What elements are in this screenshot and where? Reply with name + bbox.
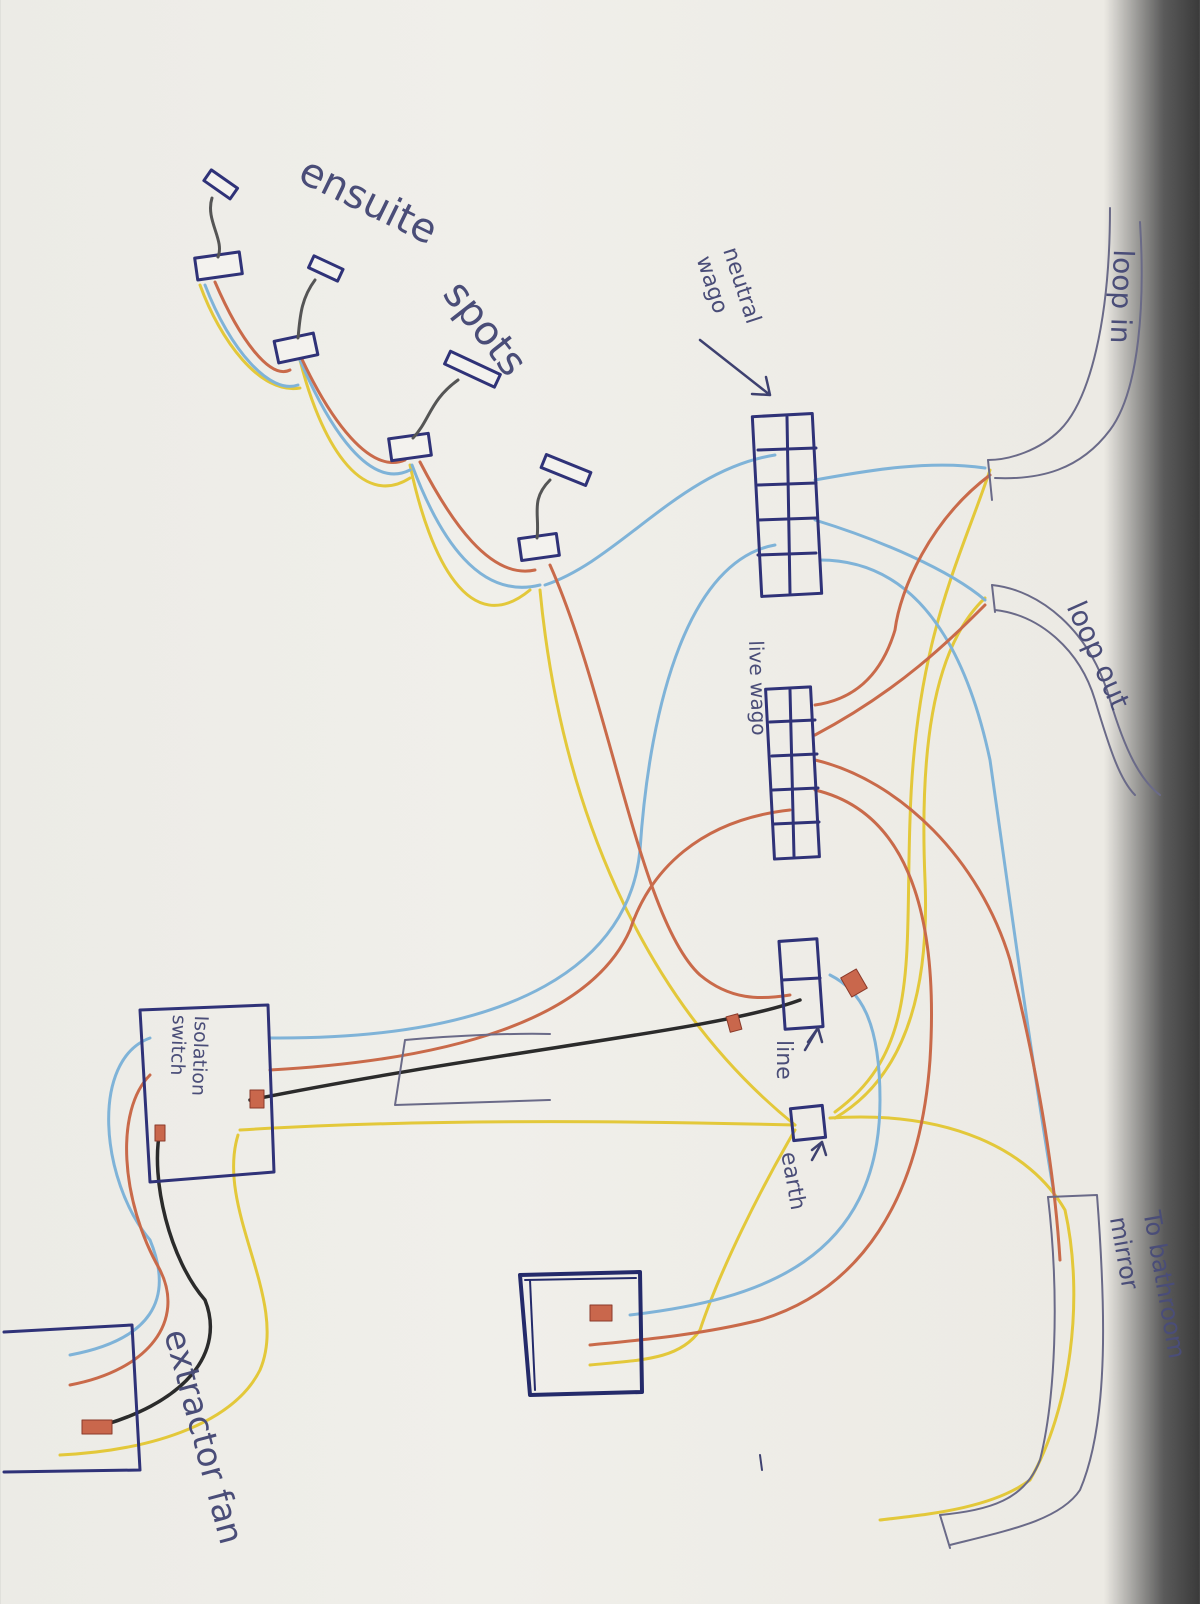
earth-connector (788, 1103, 828, 1143)
loop-in-cable (994, 221, 1143, 480)
earth-wire-loop-in (833, 468, 992, 1114)
switch-cable-sheath (394, 1032, 551, 1106)
earth-wire-spot2 (298, 358, 412, 488)
spot-light-4 (517, 453, 593, 563)
label-loop-in: loop in (1103, 248, 1140, 345)
annotation-arrows (698, 338, 828, 1162)
live-wire-loop-in (813, 473, 992, 707)
live-wire-wago-to-socket (588, 788, 934, 1347)
live-wires (68, 280, 1062, 1387)
live-wago (764, 685, 821, 861)
neutral-wire-wago-to-switch (268, 543, 777, 1040)
live-wire-switch-to-fan (68, 1073, 170, 1387)
live-wire-loop-out (813, 603, 987, 737)
earth-wire-loop-out (833, 596, 987, 1120)
isolation-switch (138, 1003, 276, 1184)
sleeve-markers (81, 968, 868, 1435)
spot-light-3 (387, 349, 502, 463)
spot-lights (193, 168, 593, 563)
neutral-wire-spot1 (203, 283, 300, 388)
line-connector (777, 937, 825, 1031)
extractor-fan (2, 1323, 142, 1474)
neutral-wago-arrow (698, 338, 772, 397)
earth-wire-switch-to-earth (238, 1120, 797, 1132)
earth-wire-spot4-to-earth (538, 588, 797, 1127)
switched-live-switch-to-fan (83, 1128, 213, 1432)
neutral-wire-spot4-to-wago (543, 453, 777, 587)
switched-live-line-to-switch (248, 998, 802, 1102)
neutral-wire-spot3 (410, 463, 542, 589)
line-arrow (803, 1026, 824, 1052)
neutral-wire-spot2 (298, 358, 412, 476)
neutral-wire-loop-in (813, 463, 987, 482)
live-wire-spot4-to-line (548, 563, 792, 1000)
label-line: line (771, 1040, 796, 1080)
live-wire-wago-to-switch (268, 808, 792, 1072)
live-wire-spot3 (418, 460, 537, 573)
mirror-cable (949, 1194, 1105, 1546)
earth-arrow (810, 1140, 828, 1162)
loop-out-cable (991, 584, 1161, 796)
earth-wire-spot1 (198, 283, 302, 391)
label-live-wago: live wago (744, 640, 772, 736)
neutral-wires (68, 283, 1057, 1357)
spot-light-1 (193, 168, 244, 282)
live-wire-spot1 (213, 280, 292, 373)
spot-light-2 (272, 254, 345, 365)
earth-wire-earth-to-socket (588, 1128, 797, 1367)
neutral-wago (750, 412, 824, 598)
earth-wires (58, 283, 1076, 1522)
socket-box (518, 1270, 644, 1397)
stray-mark (759, 1454, 763, 1471)
label-isolation-switch: Isolation switch (165, 1014, 212, 1097)
neutral-wire-switch-to-fan (68, 1036, 161, 1357)
live-wire-wago-to-mirror (813, 758, 1062, 1262)
live-wire-spot2 (298, 353, 407, 464)
neutral-wire-socket (628, 973, 882, 1317)
earth-wire-switch-to-fan (58, 1133, 269, 1457)
neutral-wire-loop-out (813, 518, 987, 602)
switched-live-wires (83, 998, 802, 1432)
earth-wire-spot3 (408, 463, 532, 607)
earth-wire-earth-to-mirror (828, 1115, 1076, 1522)
cable-sheaths (394, 207, 1161, 1549)
